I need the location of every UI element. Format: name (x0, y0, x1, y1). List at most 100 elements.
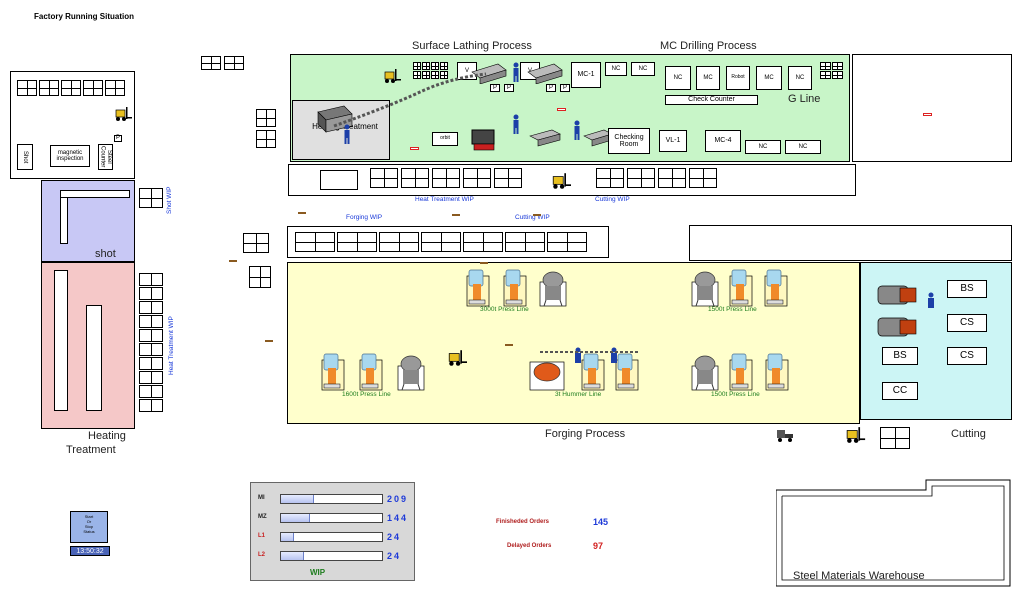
worker-icon-1 (513, 62, 519, 82)
press-1500b-label: 1500t Press Line (711, 391, 760, 398)
shot-wip-grid (139, 188, 163, 208)
transport-mark (265, 340, 273, 342)
wip-row-fill (281, 495, 315, 503)
wip-row-fill (281, 533, 295, 541)
hammer-label: 3t Hummer Line (555, 391, 602, 398)
heating-label-1: Heating (88, 430, 126, 442)
widget-text-2: Or (86, 519, 92, 524)
check-counter-box[interactable]: Check Counter (665, 95, 758, 105)
shot-machine-box[interactable]: Shot (17, 144, 33, 170)
bs-box-2[interactable]: BS (882, 347, 918, 365)
p-box-1: P (490, 84, 500, 92)
control-widget[interactable]: Start Or Stop Status (70, 511, 108, 543)
wip-row-value: 24 (387, 532, 402, 542)
red-marker (557, 108, 566, 111)
heating-label-2: Treatment (66, 444, 116, 456)
vl1-box[interactable]: VL-1 (659, 130, 687, 152)
widget-text-3: Stop (84, 524, 94, 529)
mc-drilling-label: MC Drilling Process (660, 40, 757, 52)
mc4-box[interactable]: MC-4 (705, 130, 741, 152)
lathe-machine-3-icon (529, 129, 561, 147)
worker-icon-2 (513, 114, 519, 134)
cs-box-2[interactable]: CS (947, 347, 987, 365)
cutting-wip-mid-label: Cutting WIP (515, 214, 550, 221)
lathing-storage-grid (413, 62, 451, 79)
g-line-label: G Line (788, 93, 821, 105)
p-box-3: P (546, 84, 556, 92)
heat-treatment-wip-grid (370, 168, 522, 188)
wip-row-bar (280, 551, 383, 561)
forklift-top-icon (384, 69, 401, 83)
cutting-wip-grid-top (596, 168, 717, 188)
red-machine-icon (471, 129, 495, 151)
orbit-box: orbit (432, 132, 458, 146)
red-marker (923, 113, 932, 116)
bottom-wip-grid (880, 427, 910, 449)
press-3000t-label: 3000t Press Line (480, 306, 529, 313)
forging-wip-grid (295, 232, 587, 252)
press-1500a-label: 1500t Press Line (708, 306, 757, 313)
forging-zone (287, 262, 860, 424)
finished-orders-label: Finisheded Orders (496, 519, 550, 525)
transport-mark (480, 262, 488, 264)
page-title: Factory Running Situation (34, 12, 134, 21)
cs-box-1[interactable]: CS (947, 314, 987, 332)
truck-icon (777, 430, 793, 442)
cutting-label: Cutting (951, 428, 986, 440)
red-marker (410, 147, 419, 150)
shot-label: shot (95, 248, 116, 260)
nc-box-c[interactable]: NC (665, 66, 691, 90)
wip-row-label: L2 (258, 552, 266, 558)
forging-wip-left-grid (243, 233, 269, 253)
cc-box[interactable]: CC (882, 382, 918, 400)
steel-counter-box[interactable]: Steel Counter (98, 144, 113, 170)
heat-treatment-wip-vgrid (139, 273, 163, 412)
robot-box[interactable]: Robot (726, 66, 750, 90)
conveyor-path (333, 72, 487, 128)
nc-box-f[interactable]: NC (785, 140, 821, 154)
checking-room-box[interactable]: Checking Room (608, 128, 650, 154)
wip-row-bar (280, 513, 383, 523)
mc1-box[interactable]: MC-1 (571, 62, 601, 88)
magnetic-inspection-box[interactable]: magnetic inspection (50, 145, 90, 167)
shot-conveyor-arm (60, 190, 130, 198)
wip-row-fill (281, 514, 311, 522)
finished-orders-value: 145 (593, 517, 609, 527)
drilling-storage-grid (820, 62, 846, 79)
transport-mark (505, 344, 513, 346)
nc-box-b[interactable]: NC (631, 62, 655, 76)
top-left-wip-grid (201, 56, 244, 70)
furnace-1 (54, 270, 68, 411)
wip-row-label: MI (258, 495, 265, 501)
p-box-4: P (560, 84, 570, 92)
mc-box-a[interactable]: MC (696, 66, 720, 90)
forklift-bottom-icon (846, 427, 866, 443)
wip-row-value: 209 (387, 494, 409, 504)
forklift-wip-icon (552, 173, 571, 189)
worker-icon-4 (344, 124, 350, 144)
nc-box-e[interactable]: NC (745, 140, 781, 154)
left-building-grid (256, 109, 276, 148)
lathe-machine-2-icon (527, 63, 563, 84)
transport-mark (229, 260, 237, 262)
wip-row-value: 24 (387, 551, 402, 561)
wip-row: L1 24 (256, 532, 416, 544)
forklift-icon (115, 107, 132, 121)
bs-box-1[interactable]: BS (947, 280, 987, 298)
wip-box-blank (320, 170, 358, 190)
clock-display: 13:50:32 (70, 546, 110, 556)
worker-icon-3 (574, 120, 580, 140)
wip-row-label: L1 (258, 533, 266, 539)
wip-row: L2 24 (256, 551, 416, 563)
surface-lathing-label: Surface Lathing Process (412, 40, 532, 52)
p-box-2: P (504, 84, 514, 92)
nc-box-d[interactable]: NC (788, 66, 812, 90)
wip-row: MI 209 (256, 494, 416, 506)
nc-box-a[interactable]: NC (605, 62, 627, 76)
heat-treatment-wip-label: Heat Treatment WIP (415, 196, 474, 203)
mc-box-b[interactable]: MC (756, 66, 782, 90)
steel-warehouse-label: Steel Materials Warehouse (793, 570, 925, 582)
wip-row-bar (280, 532, 383, 542)
